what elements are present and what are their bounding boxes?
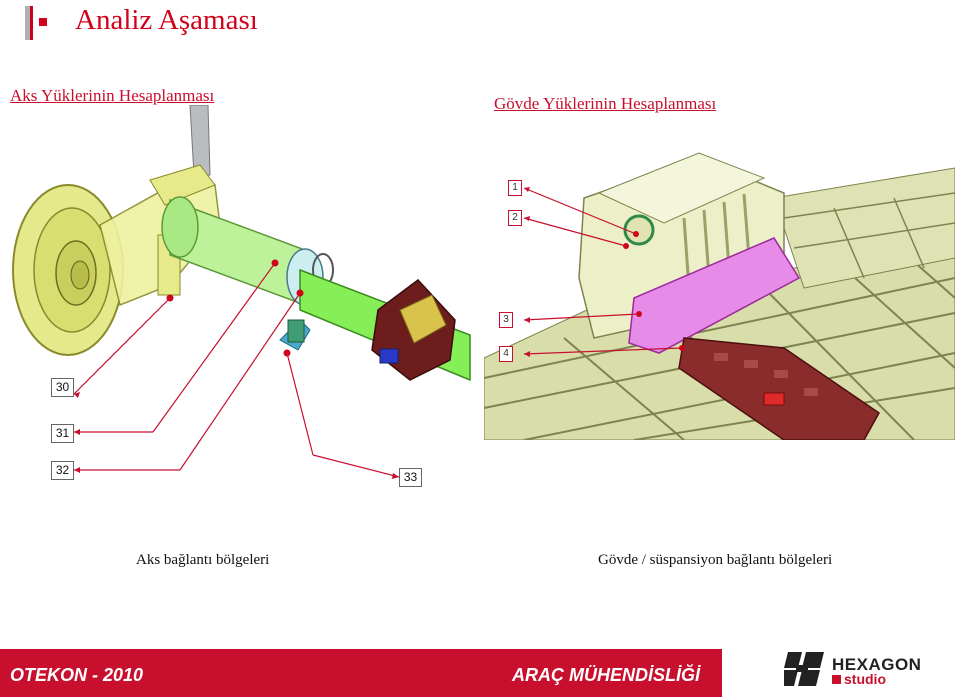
- left-panel-caption: Aks bağlantı bölgeleri: [136, 552, 270, 568]
- callout-31: 31: [51, 424, 74, 443]
- callout-32: 32: [51, 461, 74, 480]
- right-panel-heading: Gövde Yüklerinin Hesaplanması: [494, 94, 717, 113]
- callout-1: 1: [508, 180, 522, 196]
- hexagon-logo-icon: [784, 652, 824, 686]
- axle-assembly-image: [0, 104, 480, 505]
- callout-3: 3: [499, 312, 513, 328]
- footer-event-name: OTEKON - 2010: [10, 665, 144, 685]
- chassis-body-image: [483, 138, 956, 441]
- footer-bar: [0, 649, 722, 697]
- callout-30: 30: [51, 378, 74, 397]
- logo-secondary-text: studio: [844, 671, 886, 687]
- page-title: Analiz Aşaması: [75, 4, 258, 36]
- logo-primary-text: HEXAGON: [832, 655, 922, 674]
- title-bullet-icon: [22, 4, 52, 42]
- right-panel-caption: Gövde / süspansiyon bağlantı bölgeleri: [598, 552, 833, 568]
- hexagon-logo: HEXAGON studio: [784, 648, 944, 690]
- callout-33: 33: [399, 468, 422, 487]
- right-callout-lines: [523, 187, 683, 357]
- left-callout-lines: [73, 262, 400, 479]
- callout-2: 2: [508, 210, 522, 226]
- logo-mark-icon: [832, 675, 841, 684]
- left-panel-heading: Aks Yüklerinin Hesaplanması: [10, 86, 215, 105]
- footer-department: ARAÇ MÜHENDİSLİĞİ: [512, 665, 700, 685]
- callout-4: 4: [499, 346, 513, 362]
